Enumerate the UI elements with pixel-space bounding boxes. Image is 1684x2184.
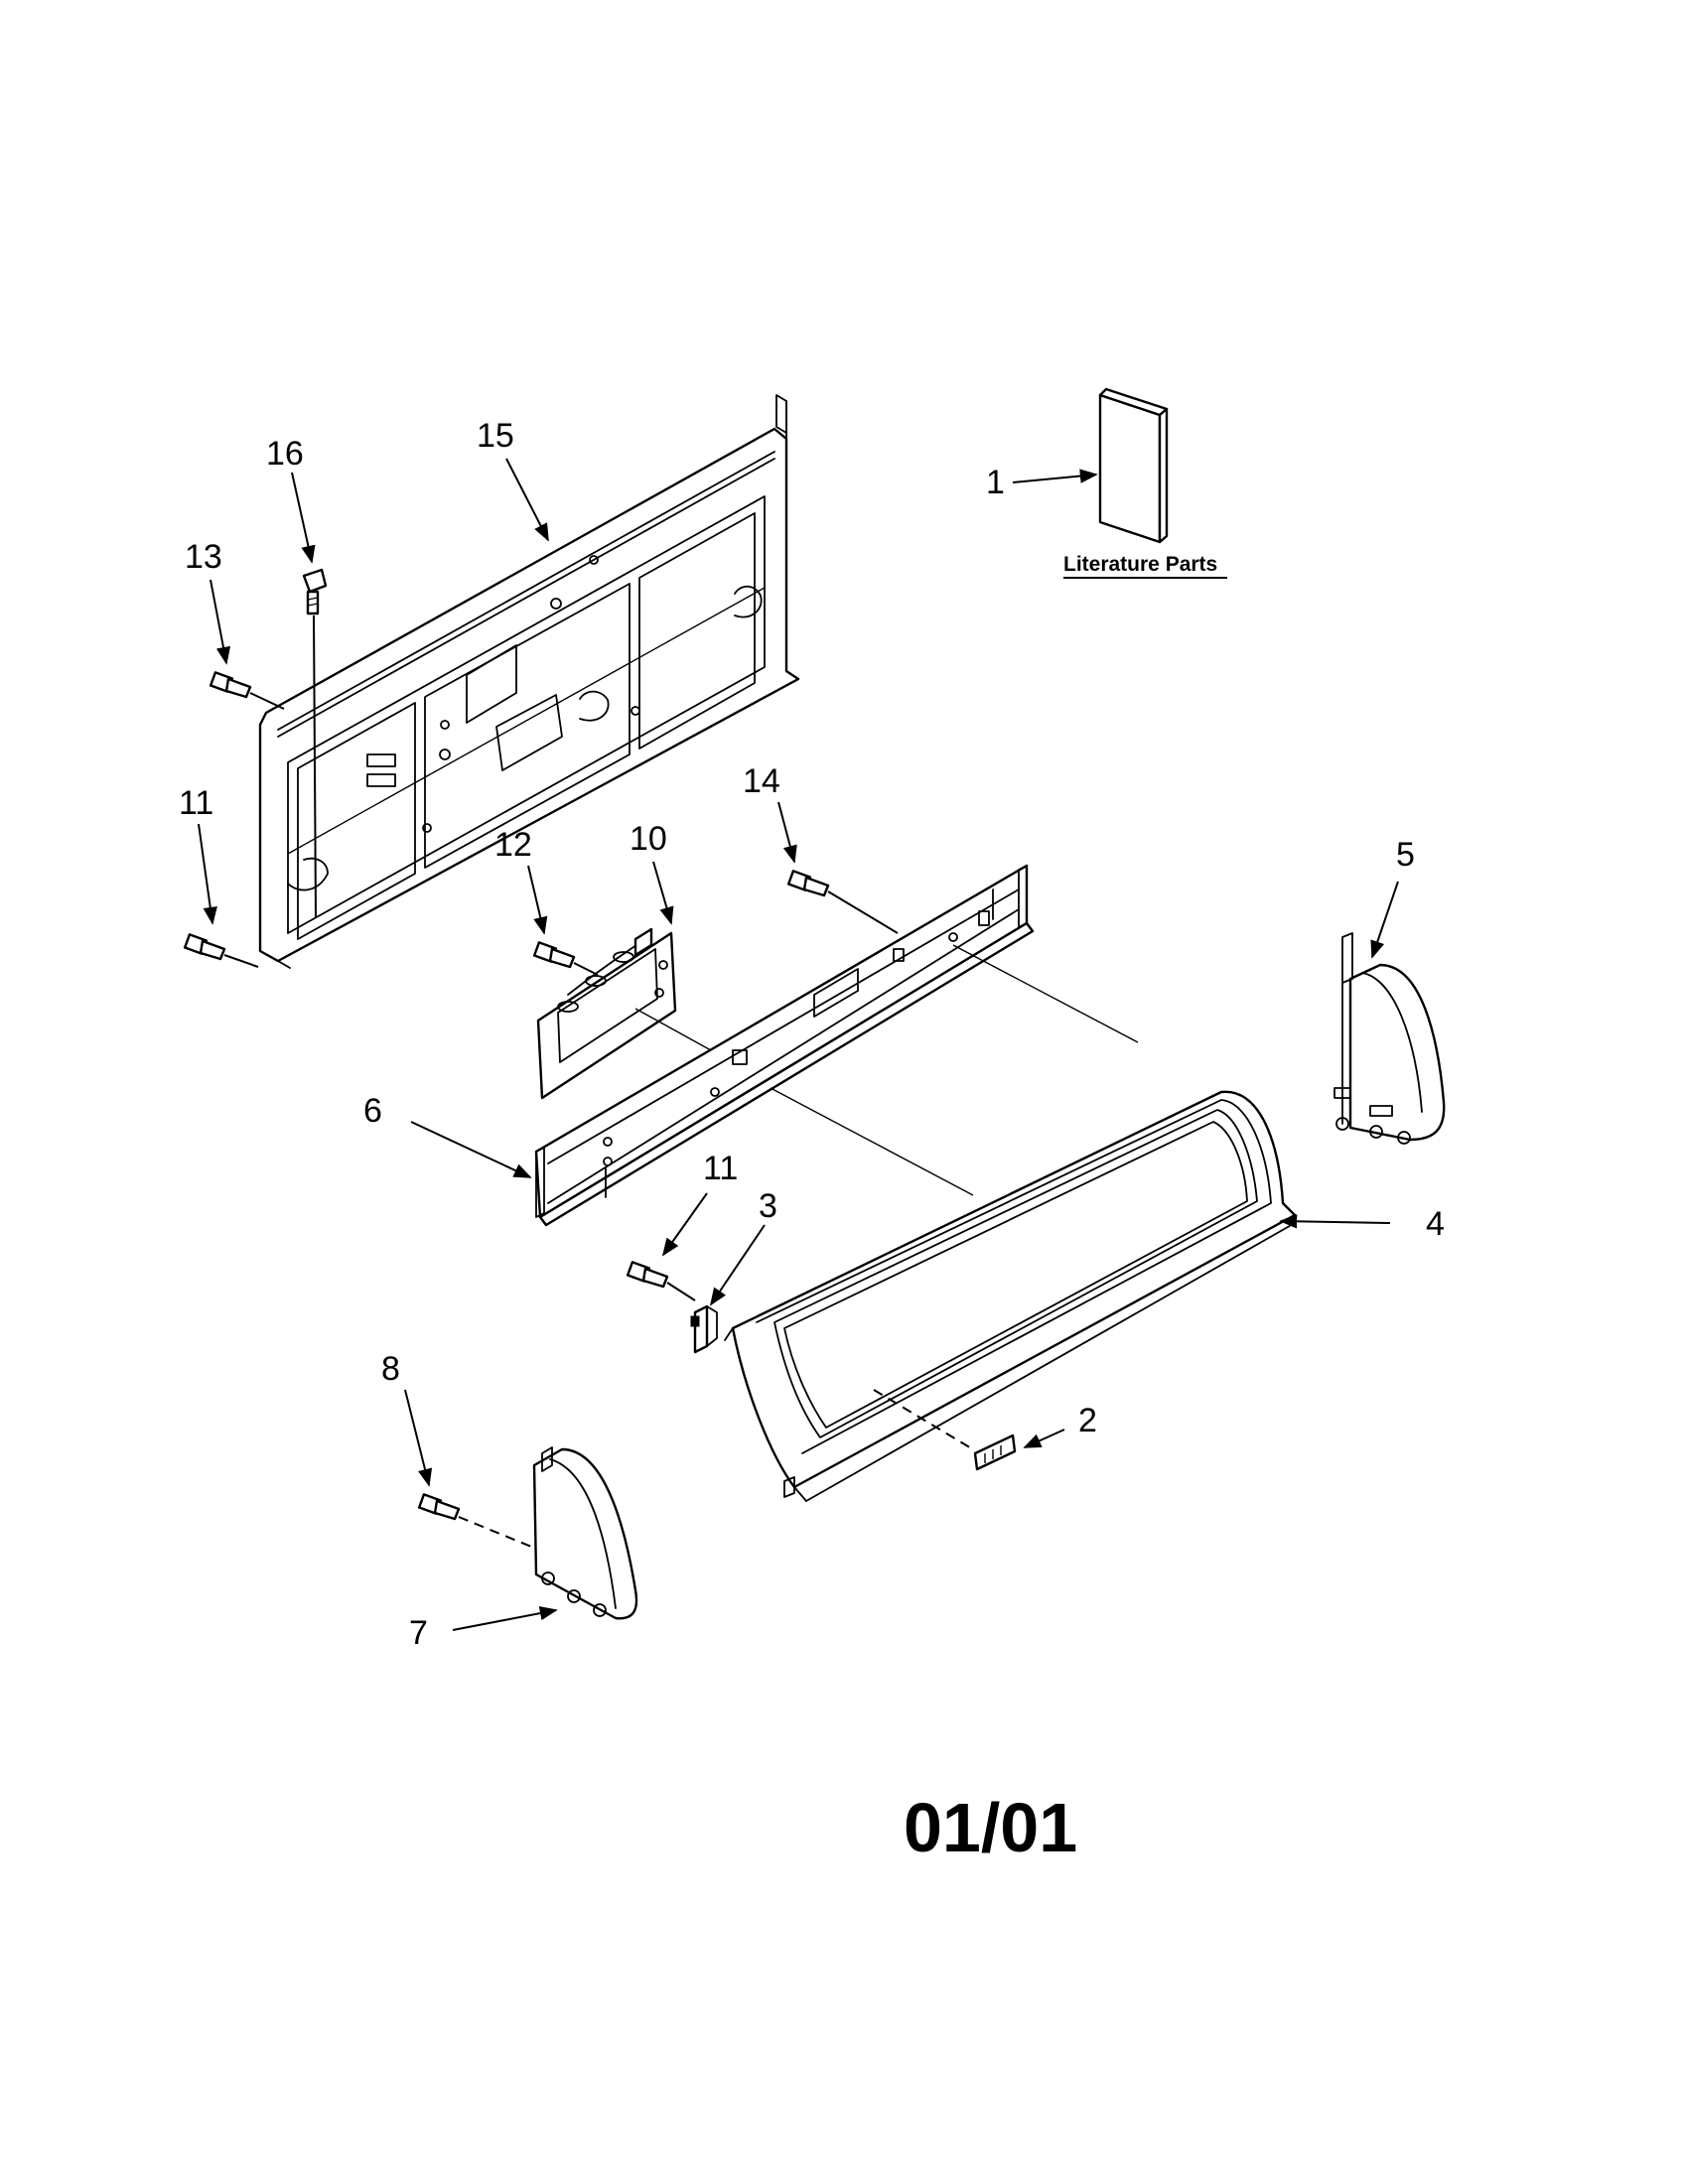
badge-2 [973,1433,1017,1471]
backguard-panel [258,394,800,969]
callout-4: 4 [1426,1205,1445,1243]
clip-3 [690,1304,718,1354]
callout-16-leader [291,472,316,564]
callout-11-bottom-leader [661,1192,708,1257]
callout-5-leader [1370,881,1399,959]
callout-7-leader [452,1605,558,1631]
end-cap-left [532,1446,638,1620]
end-cap-right [1333,932,1446,1145]
callout-6-leader [410,1121,532,1178]
callout-10: 10 [630,820,667,858]
callout-15: 15 [477,417,514,455]
callout-11-top: 11 [179,784,213,822]
screw-11-bottom-axis [666,1282,696,1301]
callout-14-leader [777,801,797,864]
callout-5: 5 [1396,836,1415,874]
control-bracket [536,927,677,1100]
screw-13 [209,671,252,699]
literature-parts-label: Literature Parts [1063,553,1217,576]
assembly-line-b [770,1087,974,1196]
screw-14 [786,870,830,897]
callout-1-leader [1012,469,1098,483]
screw-8-axis [458,1516,537,1550]
callout-16: 16 [266,435,304,473]
callout-7: 7 [409,1614,428,1652]
assembly-line-c [952,944,1139,1043]
screw-12-axis [573,962,599,976]
callout-8: 8 [381,1350,400,1388]
callout-13-leader [210,579,231,665]
callout-3: 3 [759,1187,777,1225]
callout-8-leader [404,1389,433,1487]
page-code: 01/01 [904,1789,1078,1866]
callout-15-leader [505,458,549,542]
screw-11-bottom [626,1261,669,1289]
front-console [724,1090,1297,1502]
badge-2-axis [873,1389,974,1450]
screw-13-axis [249,692,285,710]
screw-14-axis [827,890,899,934]
callout-10-leader [652,861,674,925]
callout-12-leader [527,865,548,935]
callout-11-top-leader [198,823,217,925]
callout-13: 13 [185,538,222,576]
screw-16 [302,568,328,615]
callout-3-leader [709,1224,766,1306]
callout-11-bottom: 11 [703,1150,738,1187]
callout-2: 2 [1078,1402,1097,1439]
literature-booklet [1098,387,1169,544]
screw-11-top [183,933,226,961]
callout-14: 14 [743,762,780,800]
screw-11-top-axis [223,954,259,968]
callout-1: 1 [986,464,1005,501]
callout-2-leader [1023,1429,1065,1448]
control-rail [534,864,1035,1227]
callout-12: 12 [494,826,532,864]
callout-4-leader [1279,1214,1391,1229]
callout-6: 6 [363,1092,382,1130]
screw-16-axis [313,614,317,918]
screw-12 [532,941,576,969]
assembly-line-a [634,1008,712,1051]
screw-8 [417,1493,461,1521]
